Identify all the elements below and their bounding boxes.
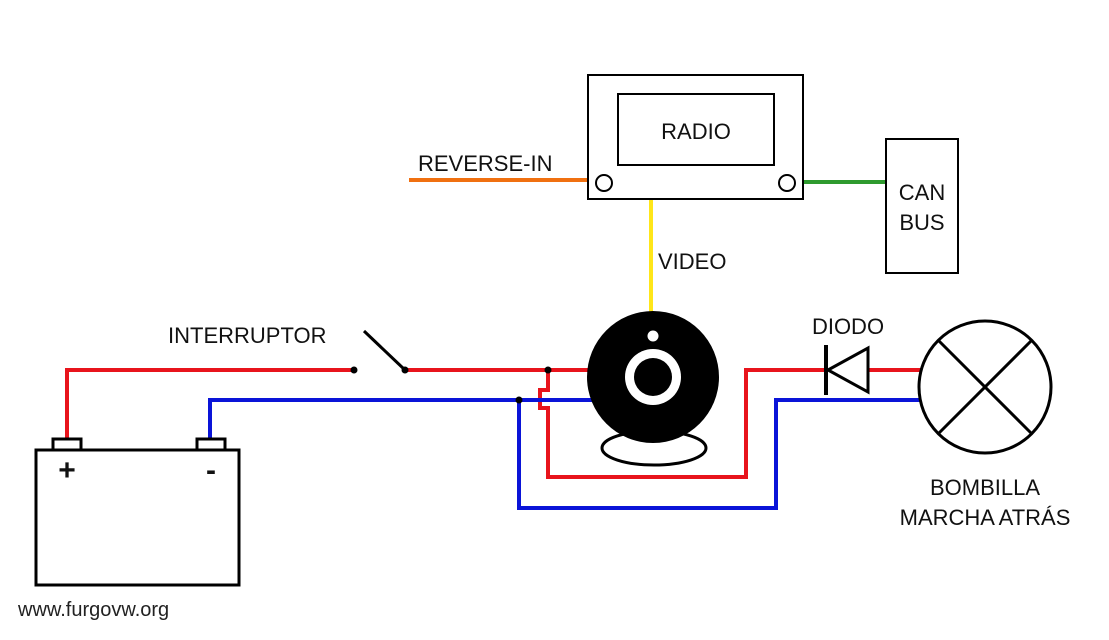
watermark-text: www.furgovw.org — [17, 599, 169, 621]
positive-wire-to-diode — [538, 368, 826, 479]
bombilla-label-line2: MARCHA ATRÁS — [900, 505, 1071, 530]
switch-icon — [362, 329, 407, 372]
battery-plus-label: + — [58, 454, 76, 487]
lamp-icon — [917, 319, 1053, 455]
radio-unit: RADIO — [587, 74, 804, 200]
radio-knob-left — [595, 174, 613, 192]
diodo-label: DIODO — [812, 314, 884, 339]
radio-knob-right — [778, 174, 796, 192]
reverse-in-label: REVERSE-IN — [418, 151, 552, 176]
positive-wire-battery-to-switch — [65, 368, 354, 440]
junction-dot — [515, 396, 523, 404]
video-label: VIDEO — [658, 249, 726, 274]
negative-wire-to-lamp — [517, 398, 922, 510]
negative-wire-battery-to-camera — [208, 398, 592, 440]
battery-minus-label: - — [206, 454, 216, 487]
radio-label: RADIO — [661, 119, 731, 144]
diode-icon — [824, 345, 870, 395]
can-bus-module: CAN BUS — [885, 138, 959, 274]
battery-icon — [34, 437, 241, 587]
switch-contact-left — [350, 366, 358, 374]
can-bus-label-line2: BUS — [899, 210, 944, 235]
junction-dot — [544, 366, 552, 374]
wires — [65, 178, 922, 510]
can-bus-label-line1: CAN — [899, 180, 945, 205]
camera-icon — [587, 311, 719, 467]
bombilla-label-line1: BOMBILLA — [930, 475, 1040, 500]
interruptor-label: INTERRUPTOR — [168, 323, 327, 348]
